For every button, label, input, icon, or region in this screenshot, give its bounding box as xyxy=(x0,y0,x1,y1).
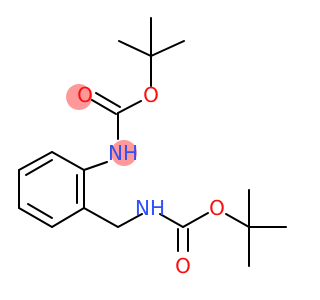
bond-upper-oxygen-to-carbonyl-carbon xyxy=(117,100,142,114)
bond-benzyl-carbon-to-nh xyxy=(117,213,143,228)
atom-label-lower-ester-oxygen: O xyxy=(209,196,225,220)
atom-labels: O O NH NH O O xyxy=(77,83,225,278)
bond-ring-upper-left-to-left xyxy=(18,151,53,171)
highlights xyxy=(66,84,137,166)
bond-ring-inner-upper xyxy=(25,159,53,176)
atom-label-upper-carbonyl-oxygen: O xyxy=(77,83,93,107)
molecule-structure: O O NH NH O O xyxy=(18,17,287,278)
bond-upper-carbonyl-double-a xyxy=(91,99,117,115)
bond-upper-carbonyl-double-b xyxy=(95,92,121,108)
bond-ring-top-to-upper-left xyxy=(51,151,85,171)
bond-upper-tbu-methyl-left xyxy=(118,40,152,57)
atom-label-upper-ester-oxygen: O xyxy=(143,83,159,107)
atom-label-benzyl-nh: NH xyxy=(135,196,165,220)
highlight-upper-carbonyl-oxygen xyxy=(66,84,92,110)
bond-ring-to-benzyl-carbon xyxy=(83,207,119,228)
molecule-canvas: O O NH NH O O xyxy=(18,17,287,278)
atom-label-lower-carbonyl-oxygen: O xyxy=(175,254,191,278)
bond-ring-inner-lower xyxy=(27,203,53,219)
bond-benzyl-nh-to-carbonyl-carbon xyxy=(159,213,184,228)
atom-label-aryl-nh: NH xyxy=(108,141,138,165)
bond-ring-lower-left-to-bottom xyxy=(18,207,53,228)
highlight-aryl-nh xyxy=(111,140,137,166)
bond-lines xyxy=(18,17,287,267)
bond-ring-bottom-to-lower-right xyxy=(51,207,85,228)
bond-lower-oxygen-to-tbu xyxy=(225,213,250,228)
bond-upper-tbu-methyl-right xyxy=(150,40,185,57)
bond-lower-carbonyl-carbon-to-oxygen xyxy=(182,212,209,228)
bond-aryl-nh-to-ring xyxy=(83,161,108,171)
